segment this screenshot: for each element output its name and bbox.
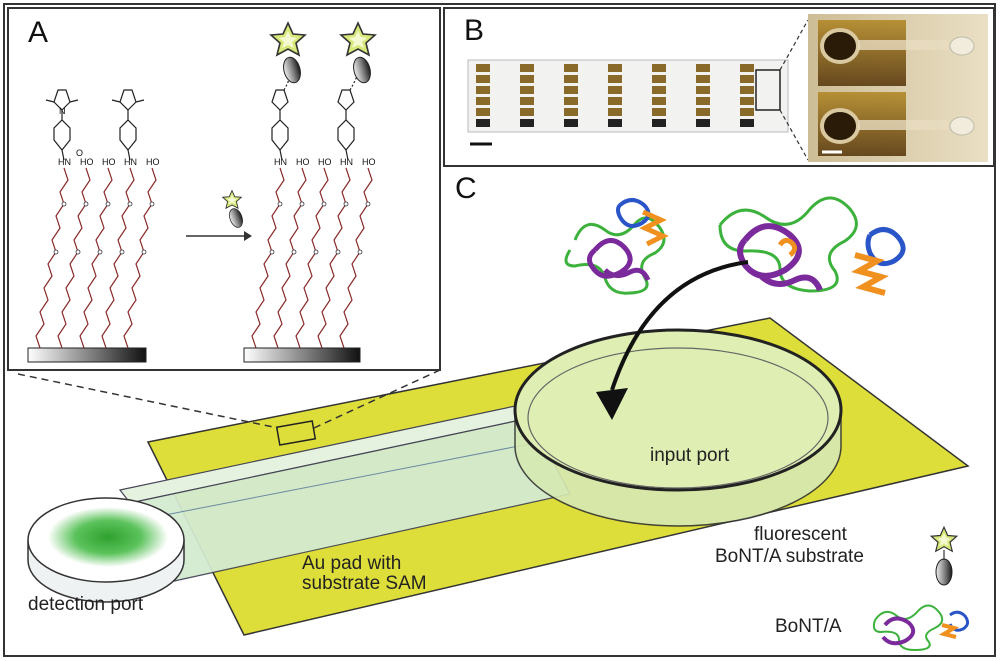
- electrode-pad: [696, 97, 710, 105]
- gold-substrate-left: [27, 347, 147, 363]
- electrode-pad: [652, 86, 666, 94]
- electrode-pad: [564, 108, 578, 116]
- chain-label-4: HN: [124, 157, 137, 167]
- reaction-arrowhead: [244, 231, 252, 241]
- electrode-pad: [564, 75, 578, 83]
- sam-chains-right: [251, 167, 373, 349]
- electrode-pad: [608, 64, 622, 72]
- au-pad-label-line2: substrate SAM: [302, 573, 427, 594]
- panel-a-letter: A: [28, 16, 48, 49]
- detection-port-label: detection port: [28, 594, 144, 615]
- bont-a-protein-right: [718, 196, 906, 296]
- electrode-pad: [564, 86, 578, 94]
- electrode-pad: [608, 97, 622, 105]
- chain-label-5: HO: [146, 157, 160, 167]
- magnified-pad-photo: [808, 14, 988, 162]
- electrode-pad: [652, 97, 666, 105]
- electrode-pad: [476, 119, 490, 127]
- detection-port: [27, 497, 185, 603]
- electrode-pad: [564, 119, 578, 127]
- electrode-pad: [740, 75, 754, 83]
- electrode-pad: [476, 97, 490, 105]
- electrode-pad: [740, 108, 754, 116]
- electrode-pad-array: [476, 64, 754, 127]
- zoom-region-box: [275, 420, 317, 446]
- chain-label-2: HO: [80, 157, 94, 167]
- electrode-pad: [564, 97, 578, 105]
- electrode-pad: [740, 86, 754, 94]
- chain-label-1: HN: [58, 157, 71, 167]
- electrode-pad: [696, 119, 710, 127]
- array-zoom-box: [755, 69, 781, 111]
- carbonyl-o-label: O: [76, 148, 83, 158]
- electrode-pad: [520, 108, 534, 116]
- electrode-pad: [652, 75, 666, 83]
- electrode-pad: [564, 64, 578, 72]
- figure-border: [3, 3, 996, 657]
- legend-protein-icon: [872, 604, 970, 652]
- electrode-pad: [608, 75, 622, 83]
- conjugated-head-right-2: [337, 67, 361, 161]
- chain-label-r3: HO: [318, 157, 332, 167]
- maleimide-head-left-1: [45, 89, 79, 161]
- electrode-pad: [608, 108, 622, 116]
- electrode-pad: [520, 75, 534, 83]
- panel-c-letter: C: [455, 172, 477, 205]
- legend-substrate-line1: fluorescent: [754, 524, 848, 545]
- chain-label-r1: HN: [274, 157, 287, 167]
- input-port-label: input port: [650, 445, 730, 466]
- electrode-pad: [520, 97, 534, 105]
- electrode-pad: [740, 64, 754, 72]
- electrode-pad: [608, 119, 622, 127]
- electrode-pad: [652, 119, 666, 127]
- maleimide-head-left-2: [111, 89, 145, 161]
- electrode-pad: [520, 86, 534, 94]
- gold-substrate-right: [243, 347, 361, 363]
- panel-b: B: [443, 7, 995, 167]
- zoom-line-top: [779, 19, 809, 71]
- panel-b-letter: B: [464, 14, 484, 47]
- legend-substrate-line2: BoNT/A substrate: [715, 546, 864, 567]
- zoom-line-bottom: [779, 109, 809, 161]
- panel-a-frame: [7, 7, 441, 371]
- electrode-pad: [520, 119, 534, 127]
- electrode-pad: [520, 64, 534, 72]
- bont-a-protein-left: [564, 198, 669, 295]
- au-pad-label-line1: Au pad with: [302, 553, 401, 574]
- electrode-pad: [696, 86, 710, 94]
- input-port: [513, 328, 843, 527]
- electrode-pad: [740, 119, 754, 127]
- ether-oxygens: [53, 201, 371, 255]
- electrode-pad: [476, 64, 490, 72]
- legend-enzyme-label: BoNT/A: [775, 616, 842, 637]
- electrode-pad: [476, 75, 490, 83]
- zoom-guide-left: [17, 373, 279, 429]
- legend-substrate-icon: [930, 526, 958, 586]
- ring-n-label: N: [59, 106, 66, 116]
- electrode-pad: [740, 97, 754, 105]
- panel-c: C input port detection port Au pad with …: [17, 172, 970, 652]
- electrode-pad: [476, 108, 490, 116]
- electrode-pad: [476, 86, 490, 94]
- chain-label-r2: HO: [296, 157, 310, 167]
- electrode-pad: [696, 108, 710, 116]
- electrode-pad: [696, 64, 710, 72]
- chain-label-3: HO: [102, 157, 116, 167]
- chain-label-r5: HO: [362, 157, 376, 167]
- electrode-pad: [652, 108, 666, 116]
- arrow-icon: [596, 260, 749, 420]
- panel-a: A HN HO HO: [7, 7, 441, 371]
- chain-label-r4: HN: [340, 157, 353, 167]
- electrode-pad: [608, 86, 622, 94]
- sam-chains-left: [35, 167, 157, 349]
- electrode-pad: [652, 64, 666, 72]
- electrode-pad: [696, 75, 710, 83]
